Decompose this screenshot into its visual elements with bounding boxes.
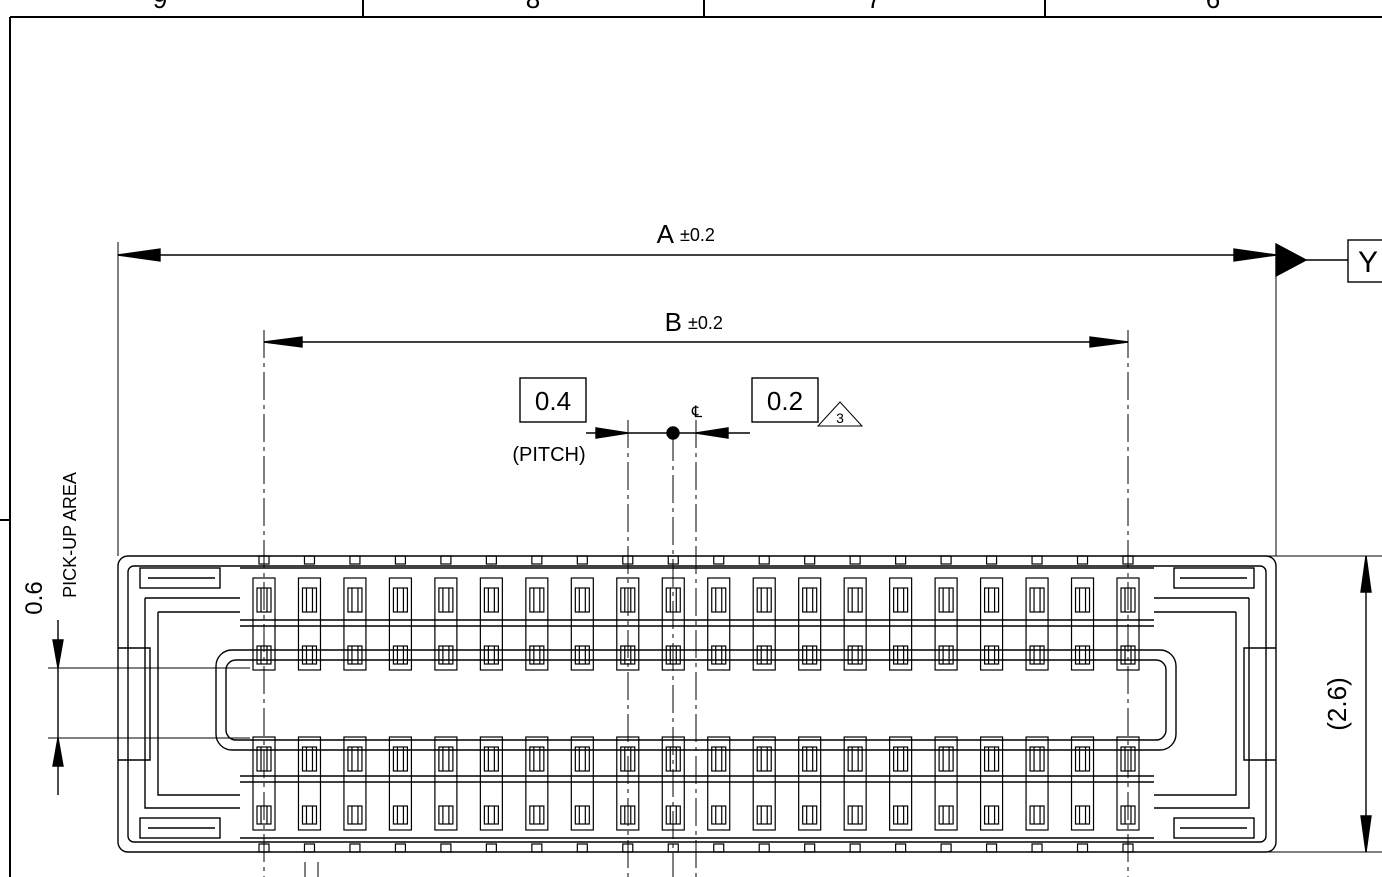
bottom-tick-4 <box>394 843 407 853</box>
pitch-dimension <box>519 377 864 440</box>
upper-row-pin-12 <box>752 577 776 671</box>
top-tick-16 <box>940 555 952 565</box>
upper-row-pin-19 <box>1070 577 1095 671</box>
upper-row-pin-18 <box>1025 577 1049 671</box>
lower-row-pin-1 <box>252 736 276 831</box>
dimension-a-line <box>117 248 1277 262</box>
bottom-tick-15 <box>895 843 907 853</box>
contact-pins <box>252 577 1140 831</box>
zone-label-8: 8 <box>526 0 540 14</box>
bottom-tick-14 <box>849 843 861 853</box>
upper-row-pin-16 <box>934 577 958 671</box>
upper-row-pin-14 <box>843 577 867 671</box>
upper-row-pin-8 <box>570 577 594 671</box>
lower-row-pin-12 <box>752 736 776 831</box>
connector-housing <box>117 555 1277 853</box>
lower-row-pin-5 <box>434 736 458 831</box>
datum-y-marker <box>1275 239 1382 283</box>
bottom-tick-11 <box>713 843 725 853</box>
upper-row-pin-9 <box>616 577 640 671</box>
dimension-b-line <box>263 336 1129 348</box>
bottom-tick-13 <box>804 843 816 853</box>
top-tick-14 <box>849 555 861 565</box>
top-tick-5 <box>440 555 452 565</box>
top-tick-13 <box>804 555 816 565</box>
bottom-tick-6 <box>485 843 497 853</box>
top-tick-8 <box>576 555 588 565</box>
lower-row-pin-15 <box>889 736 913 831</box>
bottom-tick-18 <box>1031 843 1043 853</box>
bottom-tick-17 <box>985 843 998 853</box>
bottom-tick-5 <box>440 843 452 853</box>
top-tick-4 <box>394 555 407 565</box>
bottom-tick-3 <box>349 843 361 853</box>
lower-row-pin-14 <box>843 736 867 831</box>
zone-label-7: 7 <box>867 0 881 14</box>
lower-row-pin-18 <box>1025 736 1049 831</box>
lower-row-pin-16 <box>934 736 958 831</box>
pitch-label: (PITCH) <box>512 444 585 466</box>
dimension-a-tolerance: ±0.2 <box>680 225 715 245</box>
height-dimension <box>1360 555 1372 853</box>
zone-label-6: 6 <box>1206 0 1220 14</box>
bottom-tick-7 <box>531 843 543 853</box>
lower-row-pin-8 <box>570 736 594 831</box>
dimension-a-label: A <box>657 219 675 249</box>
top-tick-15 <box>895 555 907 565</box>
lower-row-pin-17 <box>979 736 1004 831</box>
bottom-tick-8 <box>576 843 588 853</box>
top-tick-18 <box>1031 555 1043 565</box>
extension-lines <box>48 242 1382 877</box>
bottom-tick-2 <box>303 843 316 853</box>
dimension-b-tolerance: ±0.2 <box>688 313 723 333</box>
lower-row-pin-11 <box>707 736 731 831</box>
top-tick-11 <box>713 555 725 565</box>
upper-row-pin-17 <box>979 577 1004 671</box>
lower-row-pin-3 <box>343 736 367 831</box>
upper-row-pin-5 <box>434 577 458 671</box>
note-number: 3 <box>836 410 844 426</box>
zone-label-9: 9 <box>153 0 167 14</box>
pickup-area-dimension <box>52 620 64 795</box>
upper-row-pin-15 <box>889 577 913 671</box>
top-tick-19 <box>1076 555 1089 565</box>
top-tick-3 <box>349 555 361 565</box>
upper-row-pin-2 <box>297 577 322 671</box>
lower-row-pin-2 <box>297 736 322 831</box>
upper-row-pin-3 <box>343 577 367 671</box>
centerline-symbol: ℄ <box>691 404 703 421</box>
pickup-value: 0.6 <box>21 581 48 614</box>
dimension-b-label: B <box>665 307 682 337</box>
pickup-label: PICK-UP AREA <box>60 472 80 598</box>
upper-row-pin-13 <box>798 577 822 671</box>
datum-y-label: Y <box>1358 246 1378 279</box>
bottom-tick-19 <box>1076 843 1089 853</box>
upper-row-pin-7 <box>525 577 549 671</box>
height-value: (2.6) <box>1322 677 1352 730</box>
top-tick-2 <box>303 555 316 565</box>
lower-row-pin-13 <box>798 736 822 831</box>
top-tick-6 <box>485 555 497 565</box>
lower-row-pin-19 <box>1070 736 1095 831</box>
lower-row-pin-7 <box>525 736 549 831</box>
offset-value: 0.2 <box>767 386 803 416</box>
upper-row-pin-4 <box>388 577 413 671</box>
lower-row-pin-20 <box>1116 736 1140 831</box>
pin-ticks <box>258 555 1134 853</box>
top-tick-12 <box>758 555 770 565</box>
lower-row-pin-6 <box>479 736 503 831</box>
bottom-tick-12 <box>758 843 770 853</box>
top-tick-7 <box>531 555 543 565</box>
bottom-tick-16 <box>940 843 952 853</box>
pitch-value: 0.4 <box>535 386 571 416</box>
lower-row-pin-4 <box>388 736 413 831</box>
upper-row-pin-11 <box>707 577 731 671</box>
top-tick-17 <box>985 555 998 565</box>
upper-row-pin-6 <box>479 577 503 671</box>
